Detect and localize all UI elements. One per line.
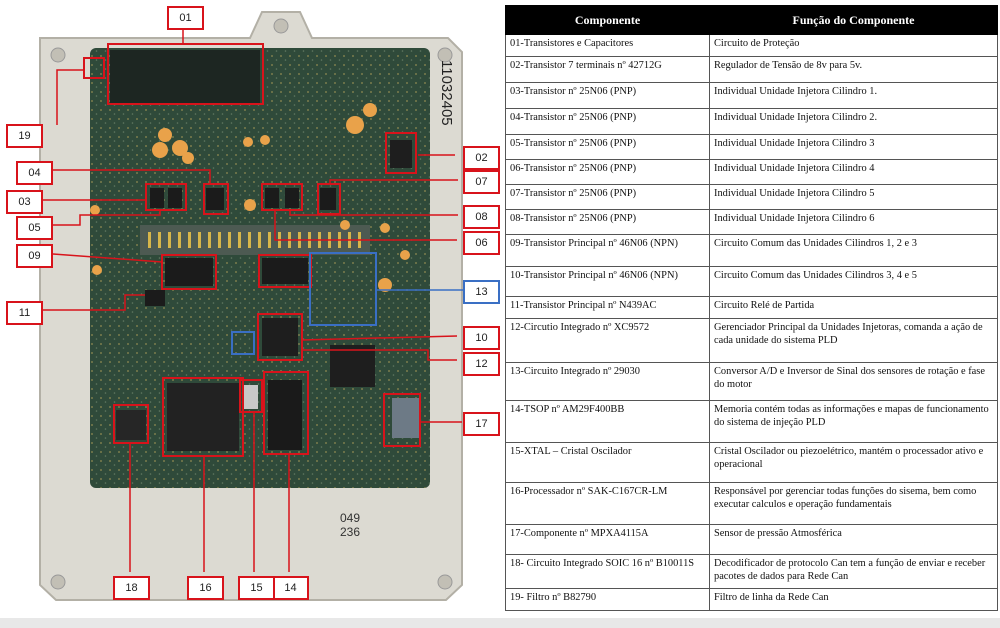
cell-component: 08-Transistor nº 25N06 (PNP) [505, 209, 710, 235]
cell-component: 16-Processador nº SAK-C167CR-LM [505, 482, 710, 525]
highlight-boxes [83, 43, 421, 457]
callout-16: 16 [187, 576, 224, 600]
callout-14: 14 [272, 576, 309, 600]
cell-function: Responsável por gerenciar todas funções … [709, 482, 998, 525]
table-row: 10-Transistor Principal nº 46N06 (NPN)Ci… [505, 266, 998, 297]
cell-function: Individual Unidade Injetora Cilindro 1. [709, 82, 998, 109]
cell-function: Decodificador de protocolo Can tem a fun… [709, 554, 998, 589]
header-component: Componente [505, 5, 710, 35]
cell-function: Filtro de linha da Rede Can [709, 588, 998, 611]
ecu-board-photo: 11032405 049 236 [39, 11, 464, 601]
cell-function: Conversor A/D e Inversor de Sinal dos se… [709, 362, 998, 401]
cell-component: 14-TSOP nº AM29F400BB [505, 400, 710, 443]
callout-07: 07 [463, 170, 500, 194]
table-row: 07-Transistor nº 25N06 (PNP)Individual U… [505, 184, 998, 210]
transistors [145, 188, 336, 306]
board-stamp-line1: 049 [340, 511, 360, 525]
cell-function: Circuito Relé de Partida [709, 296, 998, 319]
table-row: 18- Circuito Integrado SOIC 16 nº B10011… [505, 554, 998, 589]
table-header-row: Componente Função do Componente [505, 5, 998, 35]
cell-function: Circuito Comum das Unidades Cilindros 1,… [709, 234, 998, 267]
cell-function: Individual Unidade Injetora Cilindro 2. [709, 108, 998, 135]
table-row: 06-Transistor nº 25N06 (PNP)Individual U… [505, 159, 998, 185]
cell-function: Individual Unidade Injetora Cilindro 3 [709, 134, 998, 160]
header-function: Função do Componente [709, 5, 998, 35]
cell-component: 09-Transistor Principal nº 46N06 (NPN) [505, 234, 710, 267]
table-row: 08-Transistor nº 25N06 (PNP)Individual U… [505, 209, 998, 235]
cell-function: Circuito Comum das Unidades Cilindros 3,… [709, 266, 998, 297]
callout-04: 04 [16, 161, 53, 185]
cell-function: Gerenciador Principal da Unidades Injeto… [709, 318, 998, 363]
callout-18: 18 [113, 576, 150, 600]
cell-component: 06-Transistor nº 25N06 (PNP) [505, 159, 710, 185]
table-row: 05-Transistor nº 25N06 (PNP)Individual U… [505, 134, 998, 160]
cell-function: Individual Unidade Injetora Cilindro 4 [709, 159, 998, 185]
callout-08: 08 [463, 205, 500, 229]
callout-09: 09 [16, 244, 53, 268]
cell-component: 03-Transistor nº 25N06 (PNP) [505, 82, 710, 109]
component-table: Componente Função do Componente 01-Trans… [505, 5, 998, 611]
cell-component: 02-Transistor 7 terminais nº 42712G [505, 56, 710, 83]
callout-01: 01 [167, 6, 204, 30]
callout-15: 15 [238, 576, 275, 600]
cell-component: 04-Transistor nº 25N06 (PNP) [505, 108, 710, 135]
leader-lines [43, 26, 462, 572]
callout-06: 06 [463, 231, 500, 255]
cell-component: 19- Filtro nº B82790 [505, 588, 710, 611]
cell-component: 15-XTAL – Cristal Oscilador [505, 442, 710, 483]
table-row: 04-Transistor nº 25N06 (PNP)Individual U… [505, 108, 998, 135]
callout-02: 02 [463, 146, 500, 170]
cell-component: 12-Circutio Integrado nº XC9572 [505, 318, 710, 363]
cell-component: 01-Transistores e Capacitores [505, 34, 710, 57]
bottom-bar [0, 618, 1000, 628]
callout-03: 03 [6, 190, 43, 214]
callout-13: 13 [463, 280, 500, 304]
cell-function: Sensor de pressão Atmosférica [709, 524, 998, 555]
board-serial: 11032405 [438, 60, 455, 126]
callout-05: 05 [16, 216, 53, 240]
cell-component: 11-Transistor Principal nº N439AC [505, 296, 710, 319]
cell-component: 13-Circuito Integrado nº 29030 [505, 362, 710, 401]
callout-10: 10 [463, 326, 500, 350]
cell-function: Cristal Oscilador ou piezoelétrico, mant… [709, 442, 998, 483]
cell-function: Regulador de Tensão de 8v para 5v. [709, 56, 998, 83]
cell-function: Memoria contém todas as informações e ma… [709, 400, 998, 443]
callout-17: 17 [463, 412, 500, 436]
board-stamp-line2: 236 [340, 525, 360, 539]
callout-12: 12 [463, 352, 500, 376]
capacitors [90, 103, 410, 292]
cell-component: 18- Circuito Integrado SOIC 16 nº B10011… [505, 554, 710, 589]
cell-component: 10-Transistor Principal nº 46N06 (NPN) [505, 266, 710, 297]
callout-19: 19 [6, 124, 43, 148]
cell-component: 07-Transistor nº 25N06 (PNP) [505, 184, 710, 210]
callout-11: 11 [6, 301, 43, 325]
component-table-wrapper: Componente Função do Componente 01-Trans… [505, 5, 998, 617]
cell-component: 05-Transistor nº 25N06 (PNP) [505, 134, 710, 160]
table-row: 09-Transistor Principal nº 46N06 (NPN)Ci… [505, 234, 998, 267]
cell-function: Individual Unidade Injetora Cilindro 5 [709, 184, 998, 210]
cell-function: Circuito de Proteção [709, 34, 998, 57]
cell-function: Individual Unidade Injetora Cilindro 6 [709, 209, 998, 235]
table-row: 03-Transistor nº 25N06 (PNP)Individual U… [505, 82, 998, 109]
cell-component: 17-Componente nº MPXA4115A [505, 524, 710, 555]
